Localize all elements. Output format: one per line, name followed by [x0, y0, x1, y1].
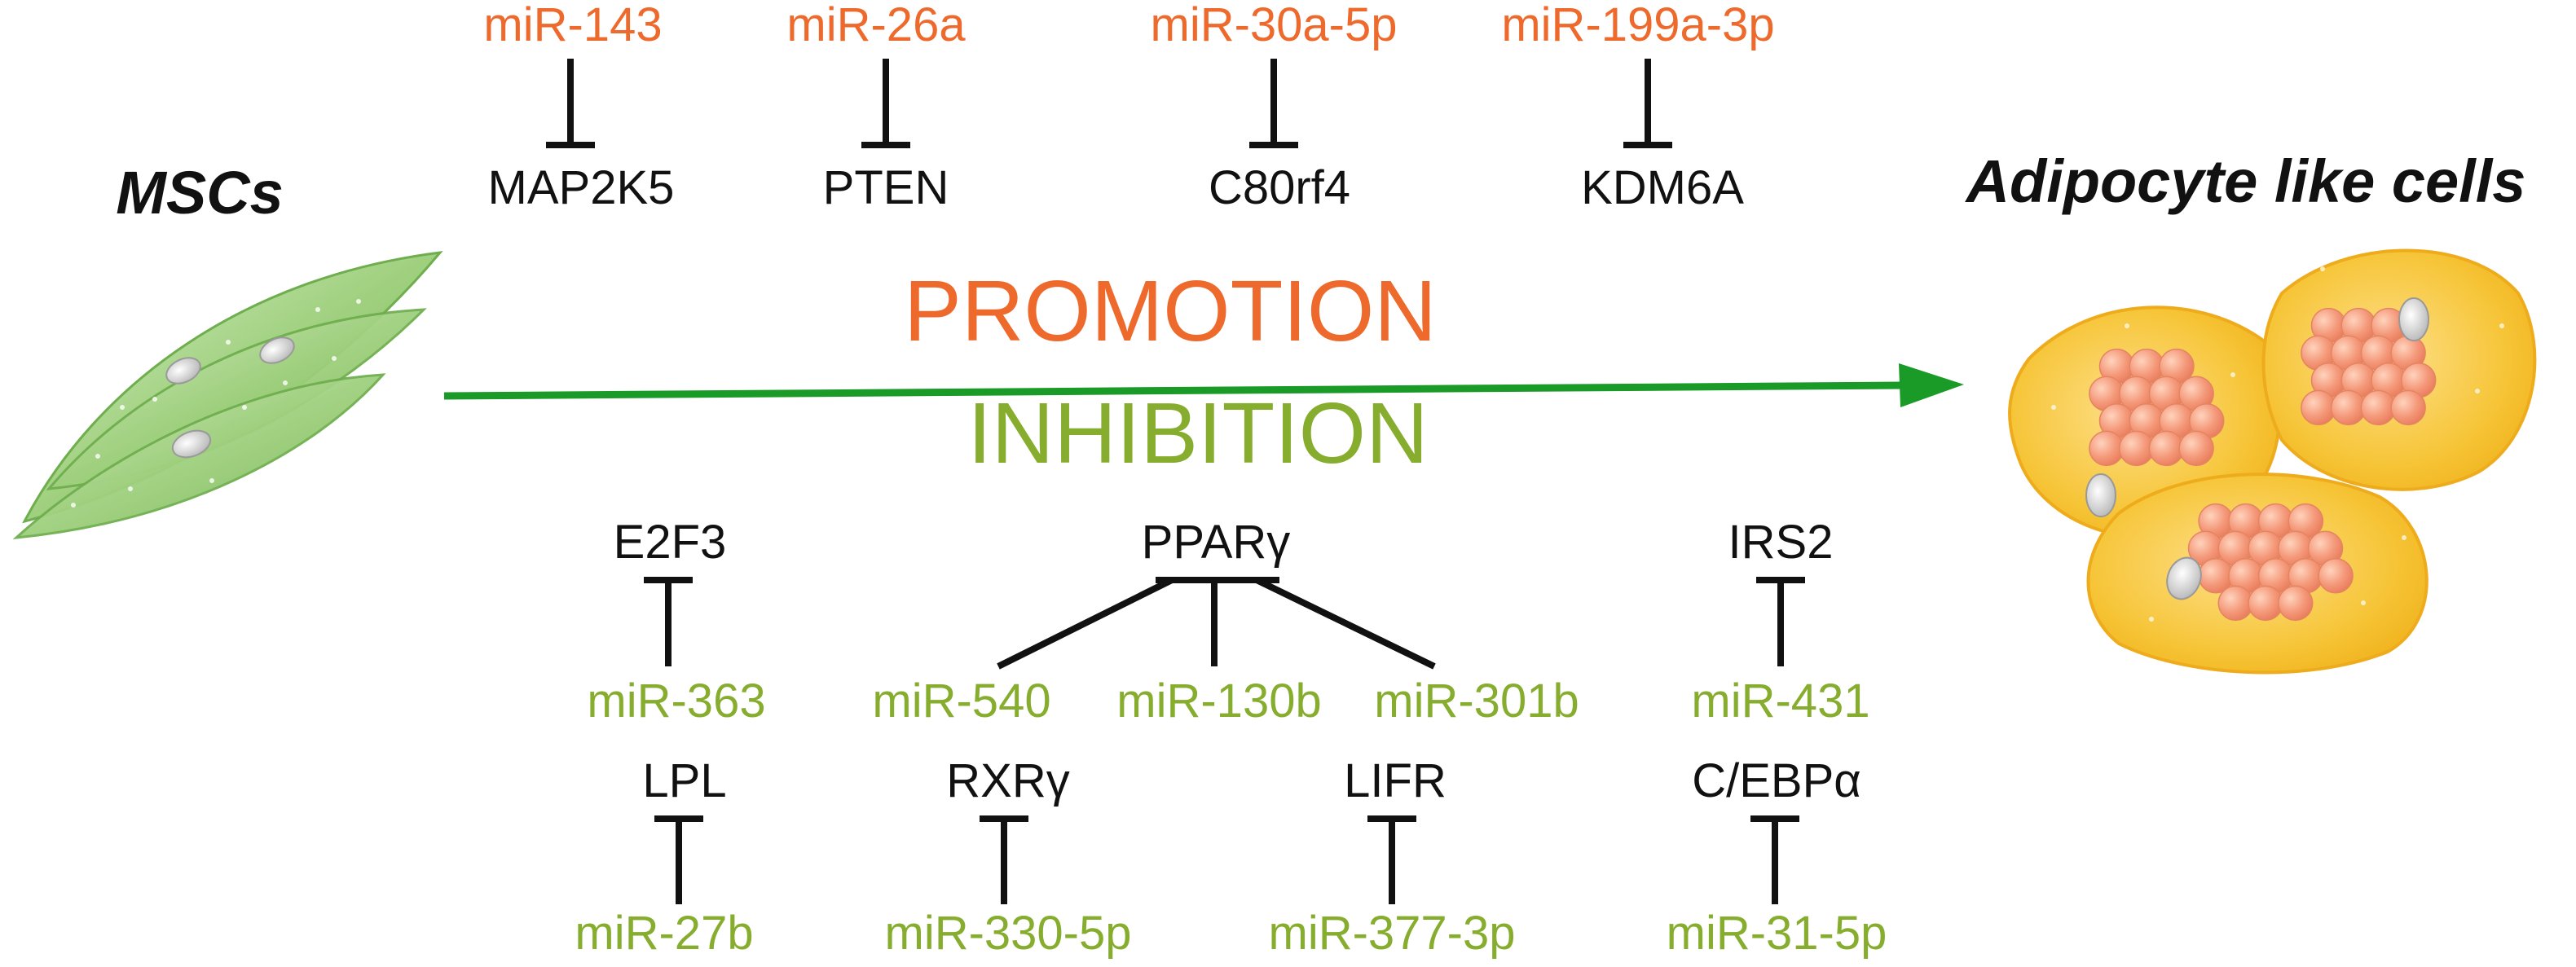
gene-label: PTEN — [823, 161, 949, 214]
lipid-droplet — [2148, 430, 2185, 467]
promotion-pair: miR-143 MAP2K5 — [483, 0, 674, 214]
adipocyte-label: Adipocyte like cells — [1965, 147, 2526, 215]
mirna-label: miR-363 — [587, 675, 765, 727]
inhibition-pair: IRS2 miR-431 — [1691, 516, 1869, 727]
gene-label: C80rf4 — [1209, 161, 1350, 214]
msc-label: MSCs — [116, 159, 284, 226]
gene-label: C/EBPα — [1692, 754, 1861, 807]
msc-cells-icon — [12, 251, 443, 539]
gene-label: LIFR — [1344, 754, 1447, 807]
gene-label: E2F3 — [614, 516, 727, 569]
lipid-droplet — [2118, 430, 2155, 467]
lipid-droplet — [2390, 389, 2426, 426]
mirna-label: miR-540 — [872, 675, 1050, 727]
mirna-label: miR-31-5p — [1667, 907, 1887, 960]
mirna-label: miR-143 — [483, 0, 662, 51]
inhibition-pair: RXRγ miR-330-5p — [885, 754, 1132, 960]
lipid-droplets — [2187, 503, 2354, 622]
promotion-pair: miR-199a-3p KDM6A — [1501, 0, 1774, 214]
mirna-label: miR-377-3p — [1269, 907, 1516, 960]
promotion-pair: miR-26a PTEN — [786, 0, 966, 214]
mirna-label: miR-26a — [786, 0, 966, 51]
lipid-droplet — [2089, 430, 2125, 467]
lipid-droplet — [2278, 585, 2314, 622]
gene-label: KDM6A — [1581, 161, 1744, 214]
inhibition-label: INHIBITION — [967, 385, 1428, 481]
promotion-pair: miR-30a-5p C80rf4 — [1151, 0, 1398, 214]
inhibition-pair: LPL miR-27b — [575, 754, 753, 960]
inhibition-pair: E2F3 miR-363 — [587, 516, 765, 727]
lipid-droplet — [2301, 389, 2336, 426]
mirna-label: miR-330-5p — [885, 907, 1132, 960]
differentiation-arrow — [443, 363, 1964, 407]
mirna-label: miR-301b — [1374, 675, 1579, 727]
lipid-droplets — [2301, 307, 2437, 426]
mirna-label: miR-431 — [1691, 675, 1869, 727]
lipid-droplet — [2178, 430, 2214, 467]
lipid-droplet — [2248, 585, 2283, 622]
lipid-droplet — [2318, 558, 2354, 594]
lipid-droplet — [2360, 389, 2397, 426]
mirna-label: miR-199a-3p — [1501, 0, 1774, 51]
inhibition-pparg-group: PPARγ miR-540 miR-130b miR-301b — [872, 516, 1579, 727]
gene-label: MAP2K5 — [488, 161, 675, 214]
inhibition-pair: LIFR miR-377-3p — [1269, 754, 1516, 960]
mirna-label: miR-27b — [575, 907, 753, 960]
lipid-droplet — [2217, 585, 2253, 622]
gene-label: LPL — [642, 754, 726, 807]
gene-label: IRS2 — [1728, 516, 1834, 569]
gene-label: PPARγ — [1142, 516, 1291, 569]
mirna-label: miR-30a-5p — [1151, 0, 1398, 51]
inhibition-pair: C/EBPα miR-31-5p — [1667, 754, 1887, 960]
gene-label: RXRγ — [946, 754, 1069, 807]
mirna-label: miR-130b — [1116, 675, 1321, 727]
promotion-label: PROMOTION — [904, 263, 1437, 359]
lipid-droplets — [2089, 348, 2225, 467]
lipid-droplet — [2330, 389, 2367, 426]
adipocyte-cells-icon — [2008, 248, 2537, 675]
